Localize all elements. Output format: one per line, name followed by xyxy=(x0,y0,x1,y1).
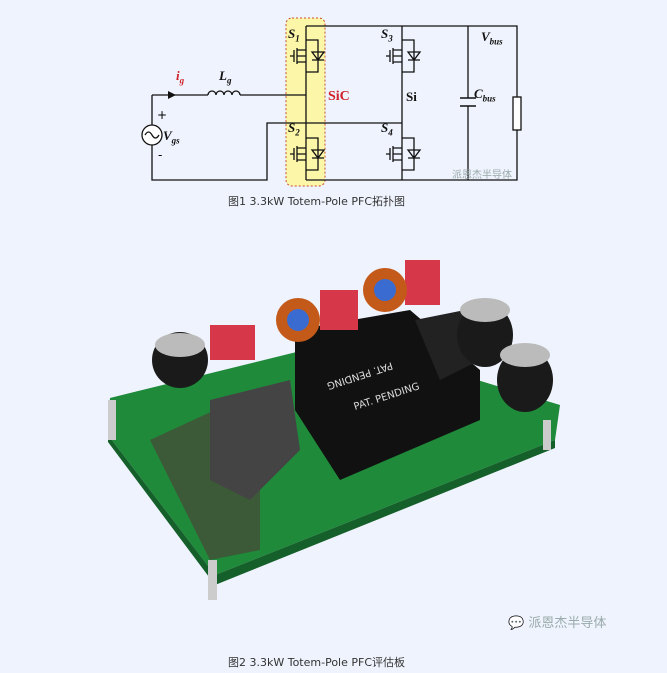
label-vgs: Vgs xyxy=(163,128,180,146)
label-vbus: Vbus xyxy=(481,29,503,47)
label-ig: ig xyxy=(176,68,185,86)
label-lg: Lg xyxy=(219,68,232,86)
label-cbus: Cbus xyxy=(474,86,496,104)
current-arrow-icon xyxy=(168,91,176,99)
capacitor xyxy=(460,97,476,107)
label-s2: S2 xyxy=(288,120,300,138)
watermark-figure2: 💬 派恩杰半导体 xyxy=(508,616,607,631)
wechat-icon: 💬 xyxy=(508,616,525,631)
inductor xyxy=(207,90,241,96)
circuit-diagram xyxy=(141,17,522,187)
label-s4: S4 xyxy=(381,120,393,138)
figure1-caption: 图1 3.3kW Totem-Pole PFC拓扑图 xyxy=(228,195,406,208)
resistor xyxy=(512,96,522,131)
label-s1: S1 xyxy=(288,26,300,44)
label-plus: + xyxy=(157,108,168,122)
figure2-caption: 图2 3.3kW Totem-Pole PFC评估板 xyxy=(228,656,406,669)
label-sic: SiC xyxy=(328,89,350,104)
label-minus: - xyxy=(158,148,163,162)
label-s3: S3 xyxy=(381,26,393,44)
relay xyxy=(320,290,358,330)
watermark-figure1: 派恩杰半导体 xyxy=(452,170,512,181)
mosfet-symbols xyxy=(290,39,422,171)
transformer xyxy=(210,380,300,500)
pcb-photo: PAT. PENDING PAT. PENDING xyxy=(108,260,560,600)
label-si: Si xyxy=(406,89,417,104)
